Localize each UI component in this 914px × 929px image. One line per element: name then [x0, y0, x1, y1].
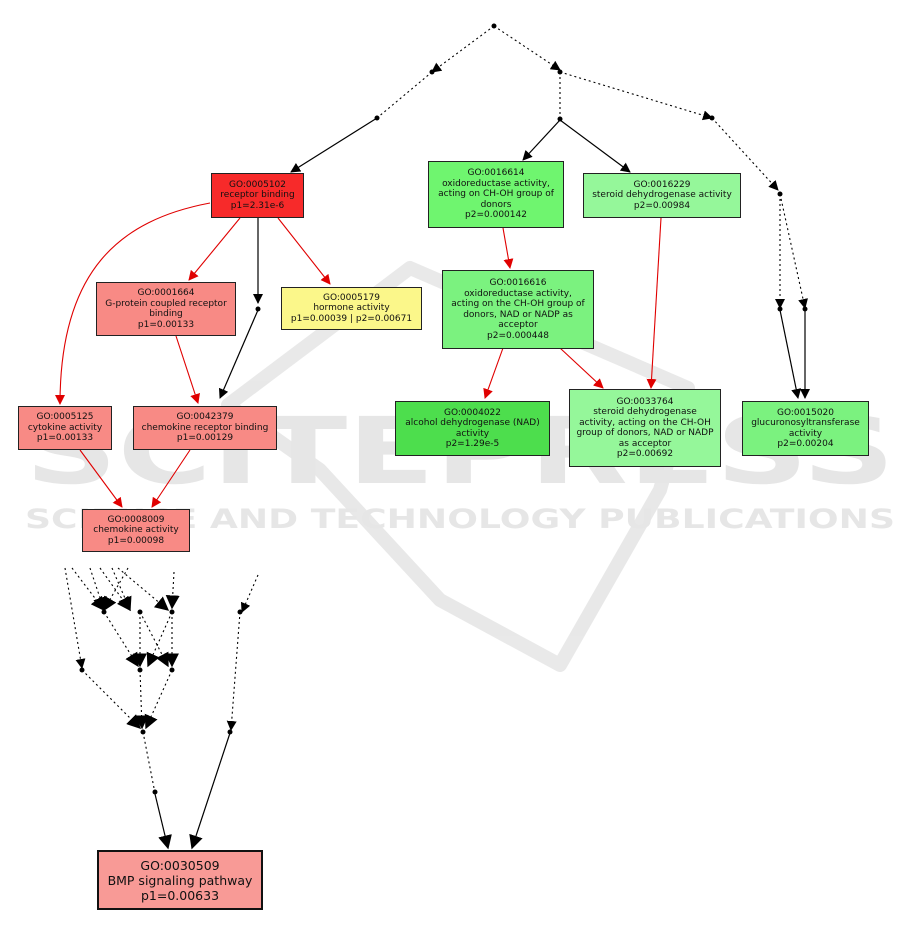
node-label: donors, NAD or NADP as	[463, 309, 573, 320]
node-id: GO:0004022	[443, 407, 501, 418]
node-go-0016229: GO:0016229 steroid dehydrogenase activit…	[583, 173, 741, 218]
lower-solid-edges	[154, 732, 231, 850]
node-label: oxidoreductase activity,	[464, 288, 572, 299]
node-id: GO:0016229	[633, 179, 691, 190]
node-label: chemokine receptor binding	[141, 422, 269, 433]
node-label: steroid dehydrogenase activity	[592, 190, 732, 201]
node-go-0005179: GO:0005179 hormone activity p1=0.00039 |…	[281, 287, 422, 330]
node-label: activity, acting on the CH-OH	[579, 417, 711, 428]
node-id: GO:0001664	[137, 288, 195, 298]
node-pvalue: p2=0.00204	[777, 439, 834, 449]
node-id: GO:0030509	[140, 857, 220, 873]
node-pvalue: p1=0.00133	[137, 319, 195, 330]
node-label: chemokine activity	[93, 525, 179, 536]
node-pvalue: p2=0.000142	[465, 210, 527, 221]
red-edges	[55, 202, 662, 508]
node-go-0004022: GO:0004022 alcohol dehydrogenase (NAD) a…	[395, 401, 550, 456]
node-pvalue: p1=0.00633	[140, 887, 220, 903]
node-pvalue: p1=0.00133	[36, 433, 94, 444]
node-pvalue: p1=2.31e-6	[230, 200, 285, 211]
node-label: alcohol dehydrogenase (NAD)	[405, 418, 540, 428]
node-id: GO:0005102	[228, 179, 286, 190]
node-id: GO:0016614	[467, 168, 525, 179]
node-go-0005102: GO:0005102 receptor binding p1=2.31e-6	[211, 173, 304, 218]
node-go-0030509: GO:0030509 BMP signaling pathway p1=0.00…	[97, 850, 263, 910]
node-label: steroid dehydrogenase	[593, 407, 697, 417]
node-label: donors	[480, 199, 512, 210]
node-id: GO:0005179	[322, 292, 380, 303]
dotted-edges	[376, 25, 808, 309]
node-id: GO:0015020	[776, 407, 834, 418]
node-label: binding	[149, 309, 183, 319]
node-label: BMP signaling pathway	[107, 872, 253, 888]
node-id: GO:0005125	[36, 412, 94, 423]
node-label: acceptor	[498, 320, 538, 330]
node-id: GO:0033764	[616, 396, 674, 407]
node-go-0008009: GO:0008009 chemokine activity p1=0.00098	[82, 509, 190, 552]
node-pvalue: p2=1.29e-5	[445, 439, 500, 449]
junction-dots	[79, 23, 808, 795]
node-go-0015020: GO:0015020 glucuronosyltransferase activ…	[742, 401, 869, 456]
node-pvalue: p2=0.00984	[633, 200, 691, 211]
node-label: glucuronosyltransferase	[751, 418, 860, 428]
node-label: oxidoreductase activity,	[442, 178, 550, 189]
node-go-0001664: GO:0001664 G-protein coupled receptor bi…	[96, 282, 236, 336]
node-label: acting on the CH-OH group of	[451, 299, 585, 309]
node-pvalue: p2=0.000448	[487, 330, 549, 341]
node-label: as acceptor	[618, 438, 672, 449]
node-pvalue: p1=0.00039 | p2=0.00671	[290, 313, 413, 324]
node-pvalue: p2=0.00692	[616, 449, 674, 459]
node-label: hormone activity	[313, 303, 390, 314]
node-go-0042379: GO:0042379 chemokine receptor binding p1…	[133, 406, 277, 450]
node-id: GO:0042379	[176, 412, 234, 423]
node-go-0016616: GO:0016616 oxidoreductase activity, acti…	[442, 270, 594, 349]
node-label: cytokine activity	[27, 422, 103, 433]
node-label: activity	[455, 428, 490, 439]
node-label: receptor binding	[220, 190, 295, 201]
node-pvalue: p1=0.00129	[176, 433, 234, 444]
node-label: acting on CH-OH group of	[438, 189, 554, 200]
node-go-0033764: GO:0033764 steroid dehydrogenase activit…	[569, 389, 721, 467]
node-label: activity	[788, 428, 823, 439]
node-label: group of donors, NAD or NADP	[576, 428, 714, 438]
node-pvalue: p1=0.00098	[107, 535, 165, 546]
node-id: GO:0008009	[107, 514, 165, 525]
node-go-0005125: GO:0005125 cytokine activity p1=0.00133	[18, 406, 112, 450]
node-id: GO:0016616	[489, 278, 547, 288]
node-label: G-protein coupled receptor	[105, 298, 227, 309]
lower-dotted-edges	[64, 567, 259, 789]
solid-edges	[218, 117, 810, 399]
node-go-0016614: GO:0016614 oxidoreductase activity, acti…	[428, 161, 564, 228]
